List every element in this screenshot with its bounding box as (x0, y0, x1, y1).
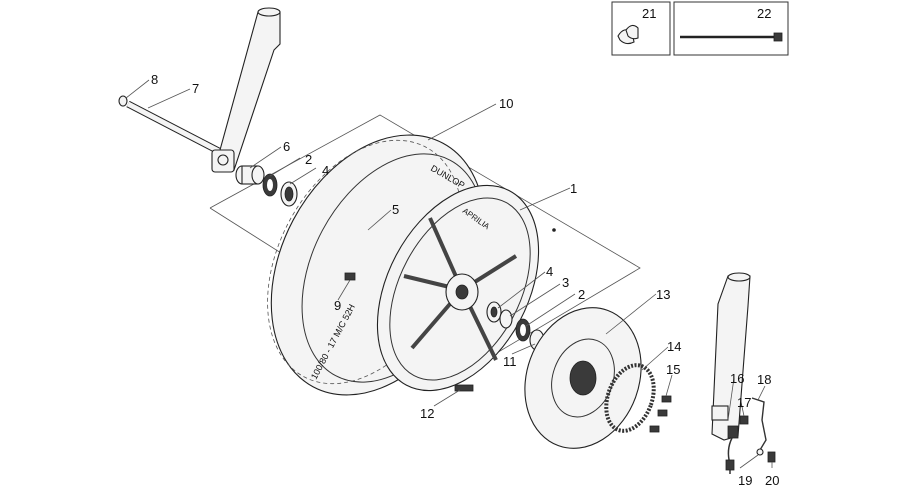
callout-4-right: 4 (546, 264, 553, 279)
callout-17: 17 (737, 395, 751, 410)
tone-wheel-part-14 (604, 363, 656, 433)
abs-sensor-part-16 (725, 425, 739, 474)
brake-disc-part-13 (524, 307, 642, 449)
callout-6: 6 (283, 139, 290, 154)
screw-part-20 (767, 451, 776, 463)
cable-tie-part-22 (680, 32, 783, 42)
circlip-part-3 (499, 309, 513, 329)
left-fork-leg (211, 7, 281, 173)
callout-21: 21 (642, 6, 656, 21)
washer-part-19 (756, 448, 764, 456)
callout-7: 7 (192, 81, 199, 96)
valve-part-9 (344, 272, 356, 281)
screw-part-17 (739, 415, 749, 425)
callout-2-left: 2 (305, 152, 312, 167)
callout-10: 10 (499, 96, 513, 111)
rim-part-1: APRILIA (376, 184, 556, 392)
callout-5: 5 (392, 202, 399, 217)
right-fork-leg (711, 272, 751, 441)
callout-labels: 1 2 2 3 4 4 5 6 7 8 9 10 11 12 13 14 15 … (151, 6, 779, 488)
callout-3: 3 (562, 275, 569, 290)
inset-box-22 (673, 1, 789, 56)
callout-16: 16 (730, 371, 744, 386)
callout-15: 15 (666, 362, 680, 377)
inset-box-21 (611, 1, 671, 56)
callout-22: 22 (757, 6, 771, 21)
callout-8: 8 (151, 72, 158, 87)
screws-part-15 (649, 395, 672, 433)
axle-nut-part-8 (118, 95, 128, 107)
callout-9: 9 (334, 298, 341, 313)
clip-part-21 (617, 24, 639, 45)
callout-1: 1 (570, 181, 577, 196)
callout-14: 14 (667, 339, 681, 354)
callout-2-right: 2 (578, 287, 585, 302)
callout-19: 19 (738, 473, 752, 488)
callout-11: 11 (503, 354, 517, 369)
balance-weight-part-12 (454, 384, 474, 392)
callout-12: 12 (420, 406, 434, 421)
callout-18: 18 (757, 372, 771, 387)
callout-20: 20 (765, 473, 779, 488)
bracket-part-18 (751, 397, 767, 451)
callout-13: 13 (656, 287, 670, 302)
leader-lines (125, 79, 773, 469)
callout-4-left: 4 (322, 163, 329, 178)
